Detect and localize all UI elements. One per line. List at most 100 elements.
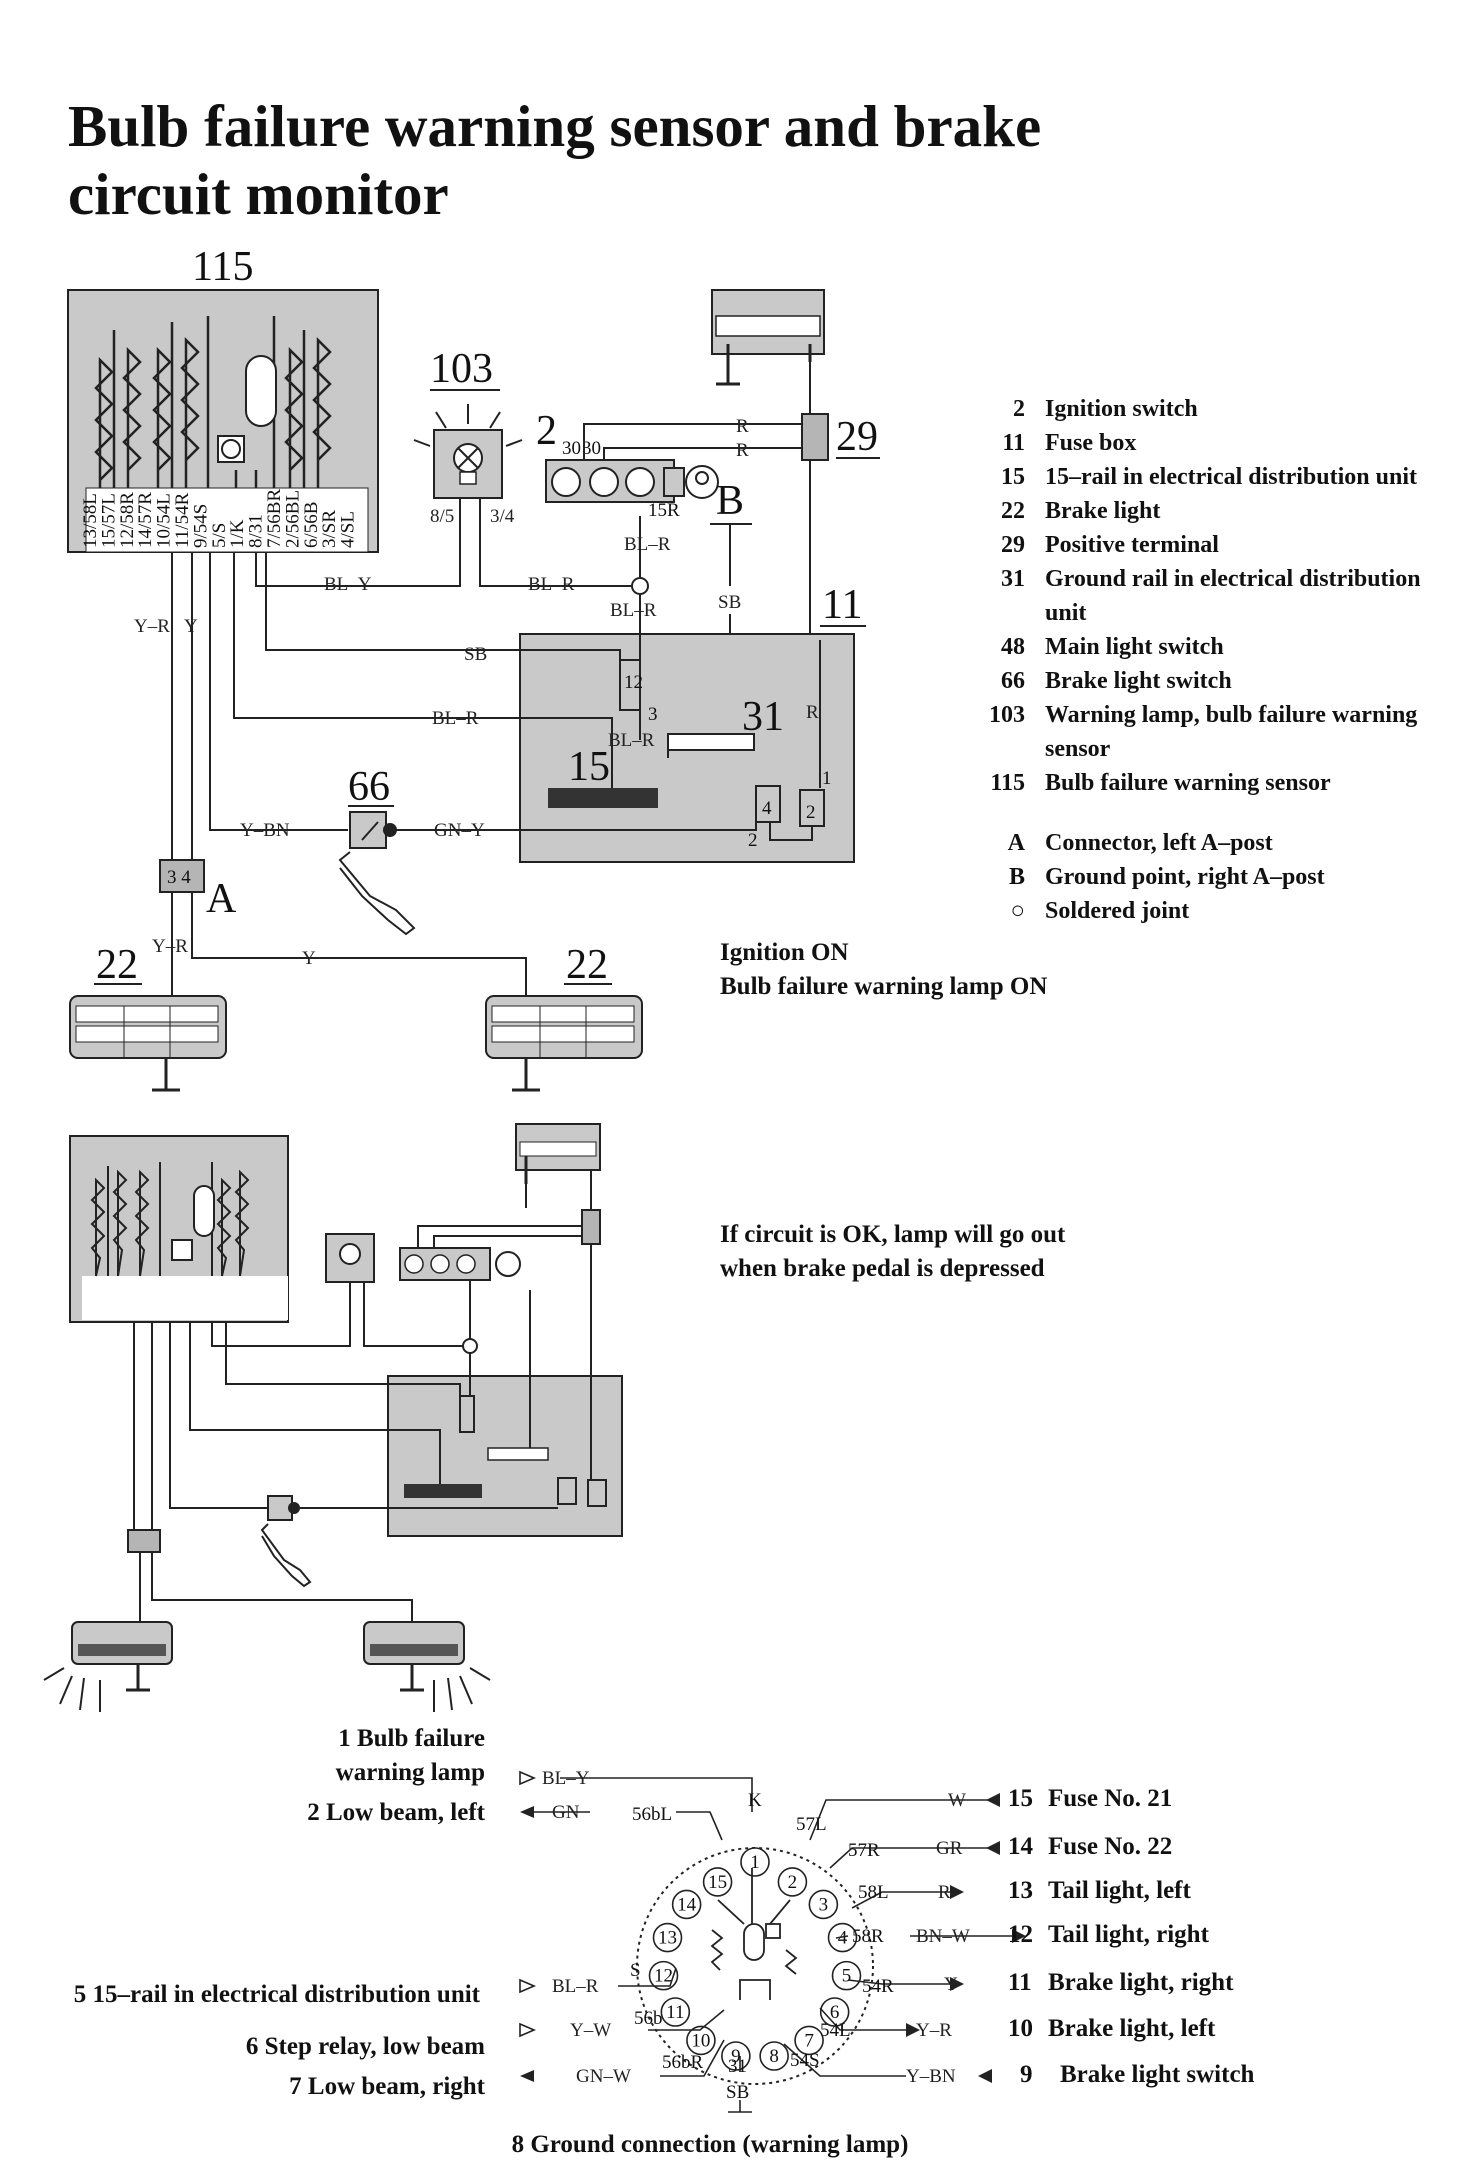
legend-desc: Ground rail in electrical distribution u… bbox=[1045, 566, 1421, 626]
connector-a bbox=[159, 859, 205, 893]
pin-name-54r: 54R bbox=[862, 1976, 894, 1997]
pin-circle bbox=[721, 2041, 751, 2071]
status-text: Ignition ON Bulb failure warning lamp ON bbox=[720, 936, 1047, 1004]
legend-desc: Ignition switch bbox=[1045, 396, 1198, 422]
sensor-terminal: 14/57R bbox=[135, 492, 156, 548]
sensor-terminal: 3/SR bbox=[319, 510, 340, 548]
pin6-wire: Y–W bbox=[570, 2020, 611, 2041]
terminal-3: 3 bbox=[648, 704, 658, 725]
pin-circle bbox=[819, 1997, 850, 2027]
pin13-wire: R bbox=[938, 1882, 951, 1903]
terminal-3-4: 3/4 bbox=[490, 506, 515, 527]
pin-number-label: 8 bbox=[769, 2046, 779, 2067]
legend-desc: Brake light bbox=[1045, 498, 1161, 524]
pin2-label: 2 Low beam, left bbox=[307, 1799, 485, 1826]
note-line2: when brake pedal is depressed bbox=[720, 1255, 1045, 1282]
sensor-terminal: 13/58L bbox=[80, 493, 101, 548]
pin-number-label: 9 bbox=[731, 2046, 741, 2067]
legend-num: 29 bbox=[1001, 532, 1025, 558]
pin-name-31: 31 bbox=[728, 2056, 747, 2077]
label-29: 29 bbox=[836, 414, 878, 460]
ignition-switch-2 bbox=[545, 459, 719, 503]
terminal-15r: 15R bbox=[648, 500, 680, 521]
pin15-wire: W bbox=[948, 1790, 966, 1811]
brake-light-right bbox=[485, 995, 643, 1092]
pin-number-label: 13 bbox=[658, 1928, 677, 1949]
legend-num: ○ bbox=[1010, 898, 1026, 924]
label-a: A bbox=[206, 876, 237, 922]
pin14-wire: GR bbox=[936, 1838, 963, 1859]
status-ignition: Ignition ON bbox=[720, 939, 849, 966]
pin-number-label: 5 bbox=[842, 1966, 852, 1987]
legend-desc: Fuse box bbox=[1045, 430, 1137, 456]
pin-number-label: 11 bbox=[666, 2002, 684, 2023]
terminal-4: 4 bbox=[762, 798, 772, 819]
pin-label: Brake light, left bbox=[1048, 2015, 1216, 2042]
legend-num: 22 bbox=[1001, 498, 1025, 524]
label-115: 115 bbox=[192, 244, 253, 290]
legend-num: 66 bbox=[1001, 668, 1025, 694]
pinout-right-item: 10 Brake light, left bbox=[1008, 2012, 1215, 2046]
pin-circle bbox=[759, 2041, 789, 2071]
label-15: 15 bbox=[568, 744, 610, 790]
pin-number-label: 12 bbox=[654, 1966, 673, 1987]
wire-y-r-top: Y–R bbox=[134, 616, 170, 637]
pin12-wire: BN–W bbox=[916, 1926, 970, 1947]
legend-desc: Brake light switch bbox=[1045, 668, 1232, 694]
legend-desc: Bulb failure warning sensor bbox=[1045, 770, 1331, 796]
pin-name-56bl: 56bL bbox=[632, 1804, 672, 1825]
legend-item: 31 Ground rail in electrical distribution… bbox=[975, 562, 1455, 630]
pin-name-k: K bbox=[748, 1790, 762, 1811]
pin-label: Fuse No. 22 bbox=[1048, 1833, 1173, 1860]
pin5-wire: BL–R bbox=[552, 1976, 599, 1997]
pin-number-label: 4 bbox=[838, 1928, 848, 1949]
pin-label: Tail light, right bbox=[1048, 1921, 1209, 1948]
legend-num: A bbox=[1007, 830, 1025, 856]
pin9-wire: Y–BN bbox=[906, 2066, 956, 2087]
pin-circle bbox=[740, 1847, 770, 1877]
label-11: 11 bbox=[822, 582, 862, 628]
pin-name-54s: 54S bbox=[790, 2050, 820, 2071]
legend-desc: 15–rail in electrical distribution unit bbox=[1045, 464, 1417, 490]
label-b: B bbox=[716, 478, 744, 524]
label-2: 2 bbox=[536, 408, 557, 454]
legend-num: B bbox=[1008, 864, 1025, 890]
terminal-12: 12 bbox=[624, 672, 643, 693]
page-title: Bulb failure warning sensor and brake ci… bbox=[68, 93, 1042, 227]
sensor-terminal: 8/31 bbox=[246, 514, 267, 548]
terminal-30a: 30 bbox=[562, 438, 581, 459]
sensor-terminal: 5/S bbox=[209, 523, 230, 548]
pin10-wire: Y–R bbox=[916, 2020, 952, 2041]
pin1-label-line1: 1 Bulb failure bbox=[338, 1725, 485, 1752]
pin-number: 10 bbox=[1008, 2015, 1033, 2042]
pin-circle bbox=[652, 1922, 683, 1953]
legend-num: 15 bbox=[1001, 464, 1025, 490]
wire-r-fuse: R bbox=[806, 702, 819, 723]
legend-desc: Warning lamp, bulb failure warning senso… bbox=[1045, 702, 1418, 762]
sensor-terminal-labels: 13/58L15/57L12/58R14/57R10/54L11/54R9/54… bbox=[80, 489, 359, 548]
terminal-30b: 30 bbox=[582, 438, 601, 459]
legend-item: 22 Brake light bbox=[975, 494, 1455, 528]
rail-15 bbox=[548, 788, 658, 808]
pin-number-label: 2 bbox=[788, 1872, 798, 1893]
pin7-wire: GN–W bbox=[576, 2066, 631, 2087]
pin-circle bbox=[671, 1889, 702, 1920]
legend-num: 31 bbox=[1001, 566, 1025, 592]
pin6-label: 6 Step relay, low beam bbox=[245, 2033, 485, 2060]
pin-circle bbox=[794, 2025, 824, 2056]
legend-item: 66 Brake light switch bbox=[975, 664, 1455, 698]
sensor-terminal: 2/56BL bbox=[282, 490, 303, 548]
wire-bl-r-rail: BL–R bbox=[432, 708, 479, 729]
pin-label: Brake light switch bbox=[1060, 2061, 1255, 2088]
sensor-terminal: 9/54S bbox=[190, 504, 211, 548]
pin-label: Brake light, right bbox=[1048, 1969, 1234, 1996]
label-22-right: 22 bbox=[566, 942, 608, 988]
